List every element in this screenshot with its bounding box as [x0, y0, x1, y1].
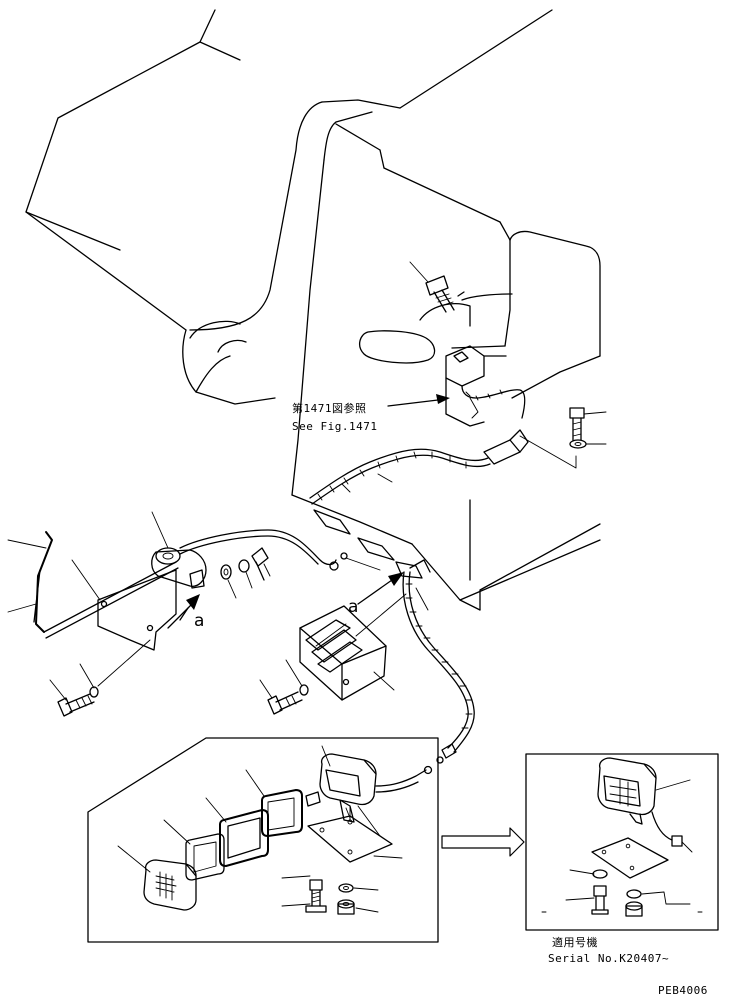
arrow-head-icon [436, 394, 450, 404]
arrow-head-icon [186, 594, 200, 610]
wiring-harness [309, 429, 577, 764]
bolt-washer-right [569, 407, 607, 449]
serial-variant-box [525, 753, 719, 931]
lamp-detail-box [87, 737, 439, 943]
machine-housing-outline [25, 9, 601, 611]
mirror-mount-assembly [358, 261, 526, 427]
serial-note-japanese: 適用号機 [552, 935, 598, 949]
connection-leader-right [357, 579, 393, 605]
connector-cluster [313, 483, 431, 611]
reference-note-japanese: 第1471図参照 [292, 401, 367, 415]
connection-label-a-right: a [348, 597, 358, 617]
reference-note-english: See Fig.1471 [292, 420, 377, 433]
transition-arrow-icon [441, 827, 525, 857]
wiper-assembly [7, 511, 339, 717]
work-lamp-guard [259, 593, 407, 715]
drawing-code: PEB4006 [658, 984, 708, 997]
serial-note-english: Serial No.K20407~ [548, 952, 669, 965]
reference-callout: 第1471図参照 See Fig.1471 [292, 394, 450, 433]
connection-label-a-left: a [194, 611, 204, 631]
arrow-head-icon [388, 572, 404, 586]
